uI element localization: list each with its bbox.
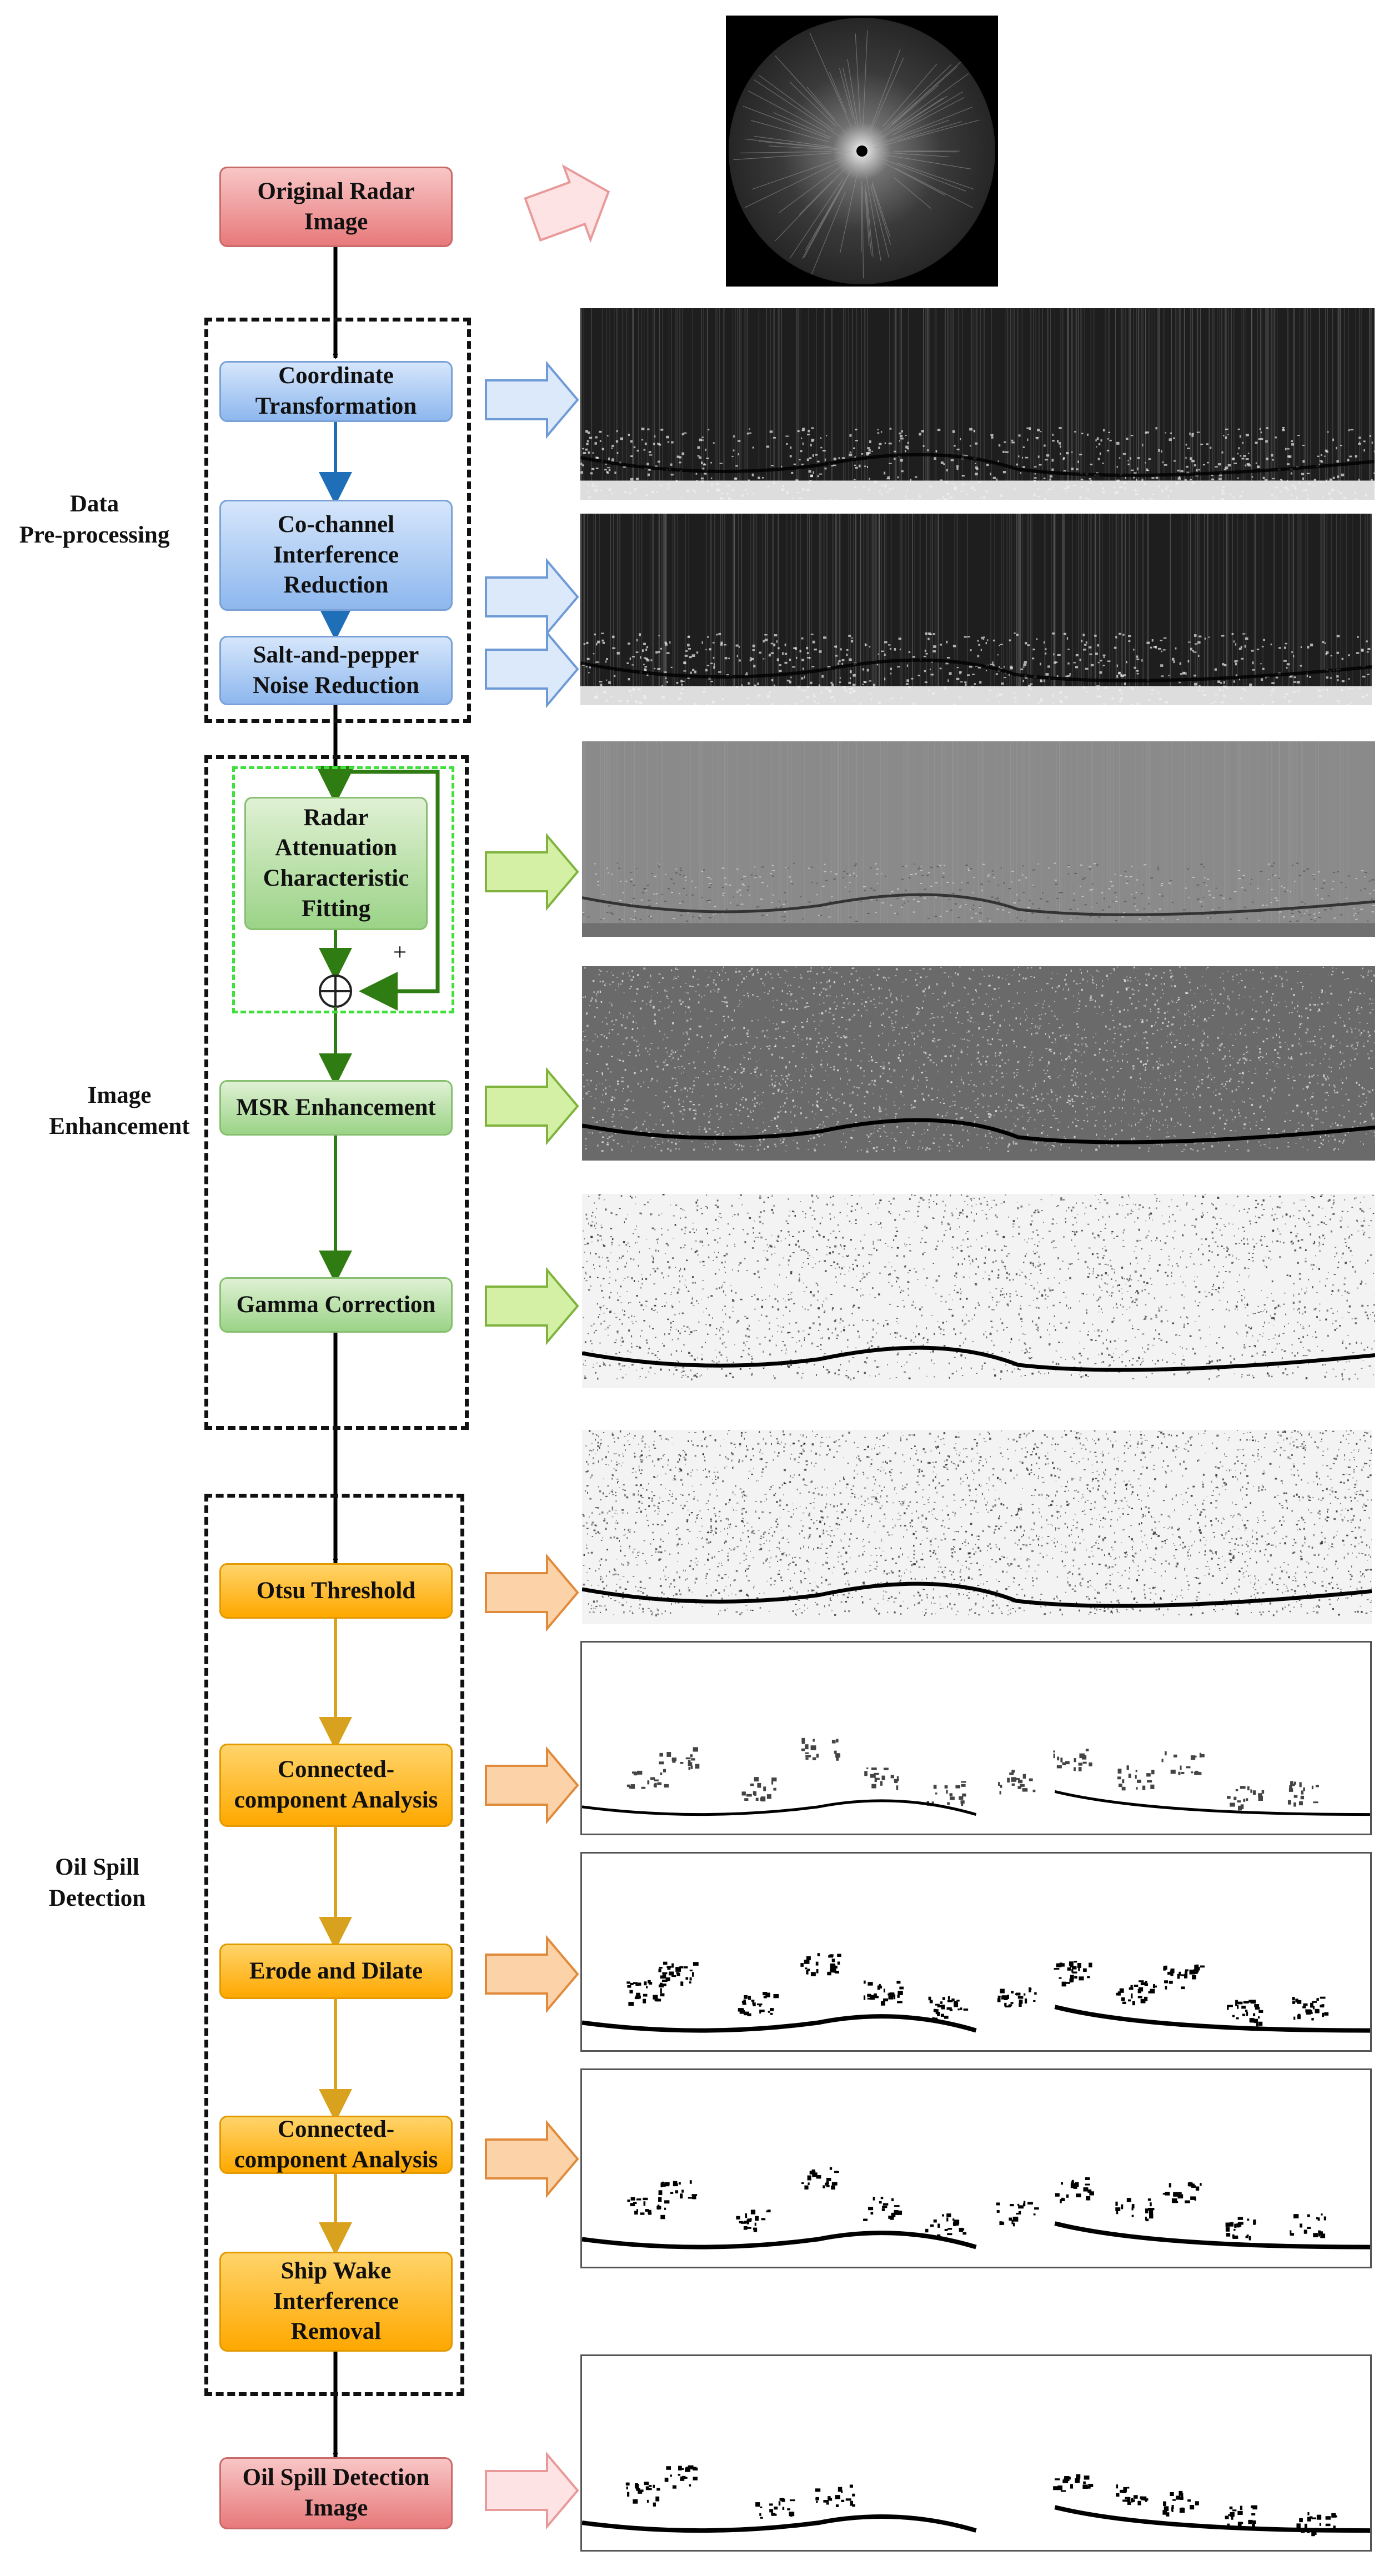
result-arrow-7 (485, 1746, 579, 1825)
result-arrow-0 (485, 360, 579, 439)
result-msr-enhancement (582, 966, 1375, 1161)
radar-ppi-image (726, 16, 998, 287)
result-attenuation-fitting (582, 741, 1375, 937)
step-salt-pepper-noise-reduction[interactable]: Salt-and-pepper Noise Reduction (219, 636, 453, 705)
plus-sign: + (393, 940, 407, 966)
step-radar-attenuation-fitting[interactable]: Radar Attenuation Characteristic Fitting (244, 797, 428, 930)
result-connected-component-2 (580, 2068, 1372, 2268)
result-arrow-3 (485, 832, 579, 911)
result-connected-component-1 (580, 1641, 1372, 1835)
arrow-bypass-to-sum (335, 770, 440, 1011)
result-arrow-5 (485, 1267, 579, 1345)
step-cochannel-interference-reduction[interactable]: Co-channel Interference Reduction (219, 500, 453, 611)
step-msr-enhancement[interactable]: MSR Enhancement (219, 1080, 453, 1136)
attenuation-fitting-box (232, 766, 454, 1013)
step-erode-and-dilate[interactable]: Erode and Dilate (219, 1944, 453, 1999)
group-label-detection: Oil Spill Detection (48, 1854, 146, 1911)
result-gamma-correction (582, 1194, 1375, 1388)
step-coordinate-transformation[interactable]: Coordinate Transformation (219, 361, 453, 422)
result-noise-reduction (580, 514, 1372, 705)
group-box-detection (204, 1494, 464, 2396)
step-otsu-threshold[interactable]: Otsu Threshold (219, 1563, 453, 1619)
result-otsu-threshold (582, 1430, 1372, 1624)
result-arrow-9 (485, 2120, 579, 2198)
result-arrow-8 (485, 1935, 579, 2013)
step-ship-wake-interference-removal[interactable]: Ship Wake Interference Removal (219, 2252, 453, 2352)
step-oil-spill-detection-image[interactable]: Oil Spill Detection Image (219, 2457, 453, 2529)
result-arrow-1 (485, 558, 579, 636)
group-label-enhancement: Image Enhancement (49, 1082, 190, 1139)
result-oil-spill-detection (580, 2354, 1372, 2552)
result-erode-dilate (580, 1852, 1372, 2052)
result-arrow-2 (485, 630, 579, 709)
group-box-preprocessing (204, 318, 471, 723)
step-gamma-correction[interactable]: Gamma Correction (219, 1277, 453, 1333)
result-arrow-10 (485, 2451, 579, 2530)
result-arrow-6 (485, 1553, 579, 1632)
group-box-enhancement (204, 755, 469, 1430)
result-arrow-4 (485, 1067, 579, 1146)
step-connected-component-analysis-2[interactable]: Connected- component Analysis (219, 2116, 453, 2174)
group-label-preprocessing: Data Pre-processing (19, 491, 170, 548)
result-arrow-original (524, 164, 610, 243)
step-original-radar-image[interactable]: Original Radar Image (219, 167, 453, 247)
step-connected-component-analysis-1[interactable]: Connected- component Analysis (219, 1744, 453, 1827)
result-coordinate-transformation (580, 308, 1375, 500)
